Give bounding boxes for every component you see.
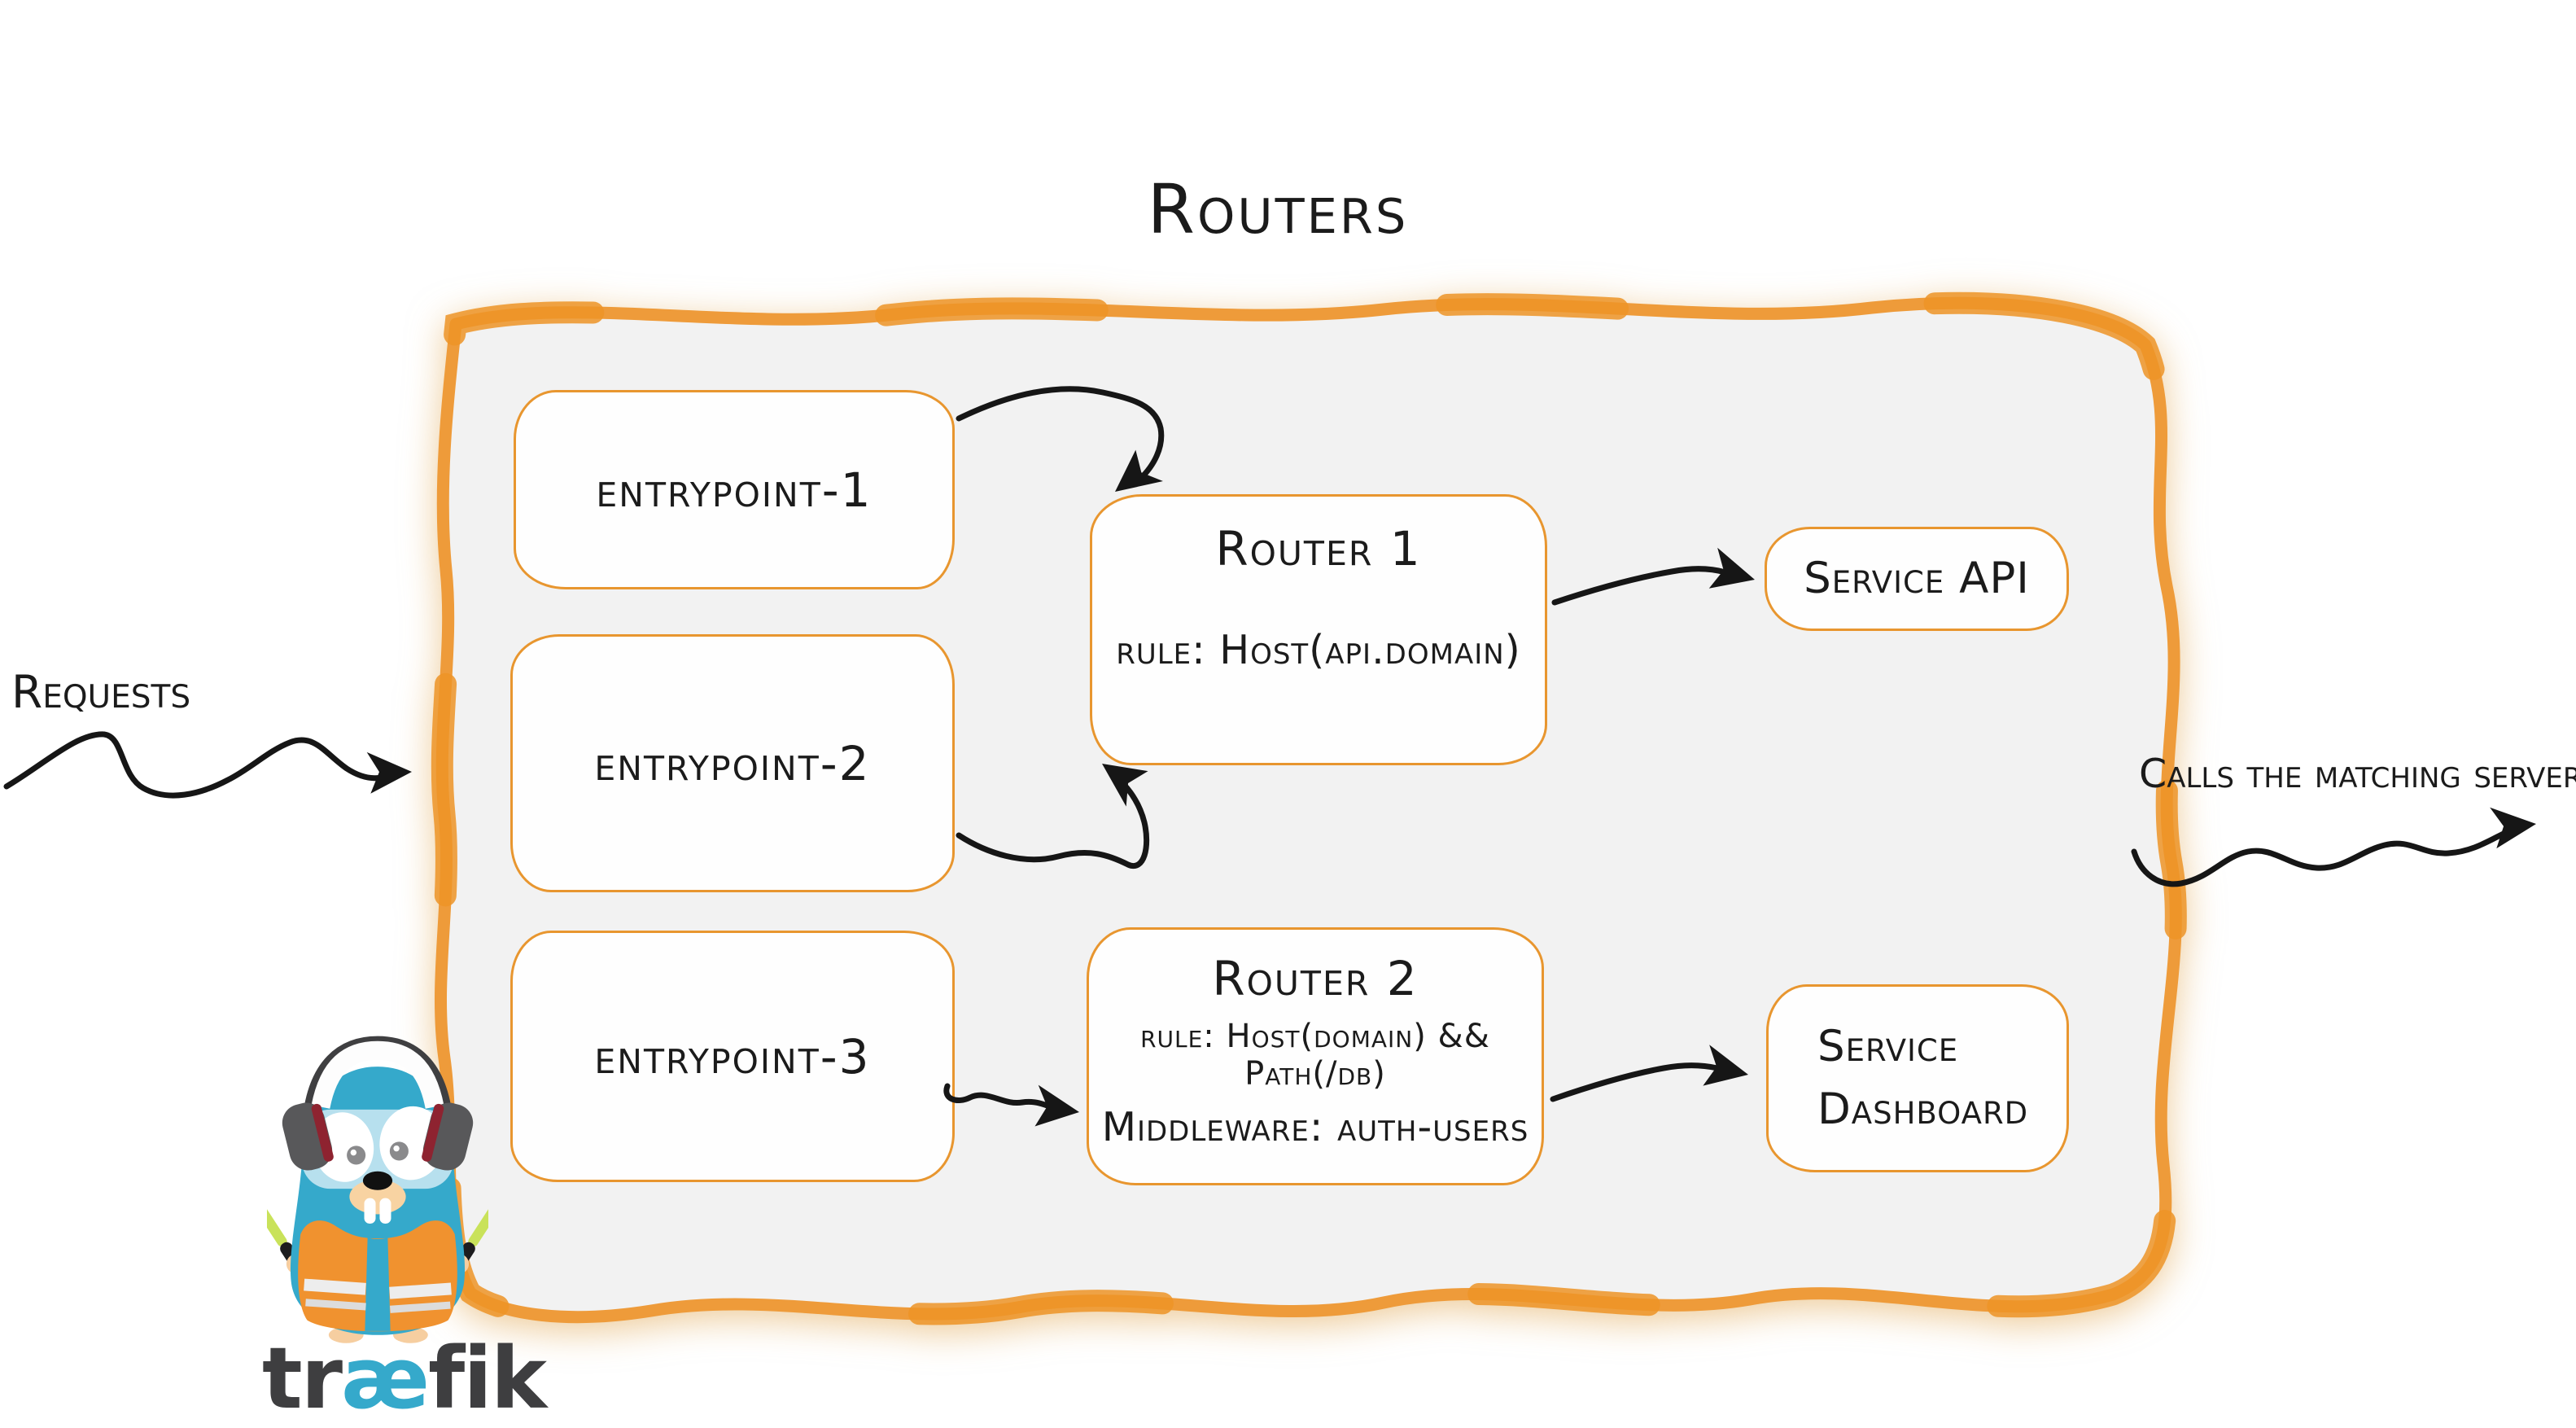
router-1-box: Router 1 rule: Host(api.domain)	[1090, 494, 1547, 765]
headphones-cushion	[311, 1040, 444, 1110]
service-dashboard-box: Service Dashboard	[1766, 984, 2069, 1172]
service-dashboard-label: Service Dashboard	[1817, 1021, 2029, 1134]
router-2-rule: rule: Host(domain) && Path(/db)	[1140, 1018, 1490, 1093]
traefik-wordmark: træfik	[262, 1329, 547, 1428]
router-2-middleware: Middleware: auth-users	[1101, 1104, 1529, 1150]
left-eye	[313, 1112, 374, 1182]
right-pupil	[389, 1141, 409, 1161]
gopher-muzzle	[349, 1179, 406, 1215]
service-api-box: Service API	[1765, 527, 2069, 631]
wordmark-tr: tr	[262, 1329, 343, 1428]
entrypoint-2-label: entrypoint-2	[594, 735, 871, 791]
entrypoint2-to-router1-arrow	[956, 764, 1150, 870]
router2-to-service-dashboard-arrow	[1550, 1045, 1748, 1102]
entrypoint-2-box: entrypoint-2	[510, 634, 955, 892]
requests-arrow	[3, 731, 412, 799]
gopher-nose	[362, 1171, 393, 1190]
entrypoint-3-label: entrypoint-3	[594, 1028, 871, 1084]
entrypoint3-to-router2-arrow	[943, 1083, 1079, 1127]
right-pupil-highlight	[393, 1145, 400, 1152]
gopher-tooth	[364, 1198, 376, 1224]
entrypoint-3-box: entrypoint-3	[510, 931, 955, 1182]
router-2-box: Router 2 rule: Host(domain) && Path(/db)…	[1087, 927, 1544, 1185]
router1-to-service-api-arrow	[1551, 547, 1755, 606]
router-1-rule: rule: Host(api.domain)	[1116, 627, 1521, 673]
service-api-label: Service API	[1804, 553, 2030, 603]
requests-label: Requests	[11, 666, 191, 718]
calls-matching-server-arrow	[2131, 807, 2536, 887]
entrypoint1-to-router1-arrow	[956, 386, 1165, 492]
entrypoint-1-box: entrypoint-1	[514, 390, 955, 589]
wordmark-ae: æ	[341, 1329, 430, 1428]
wordmark-fik: fik	[428, 1329, 547, 1428]
router-2-title: Router 2	[1212, 951, 1419, 1006]
left-pupil	[347, 1145, 366, 1165]
page-title: Routers	[1147, 169, 1409, 249]
traefik-gopher-mascot	[267, 1036, 488, 1343]
gopher-tooth	[379, 1198, 391, 1224]
calls-the-matching-server-label: Calls the matching server	[2139, 751, 2576, 797]
left-ear-cup	[282, 1102, 334, 1171]
router-1-title: Router 1	[1215, 521, 1422, 576]
entrypoint-1-label: entrypoint-1	[596, 462, 873, 518]
left-pupil-highlight	[350, 1149, 357, 1156]
